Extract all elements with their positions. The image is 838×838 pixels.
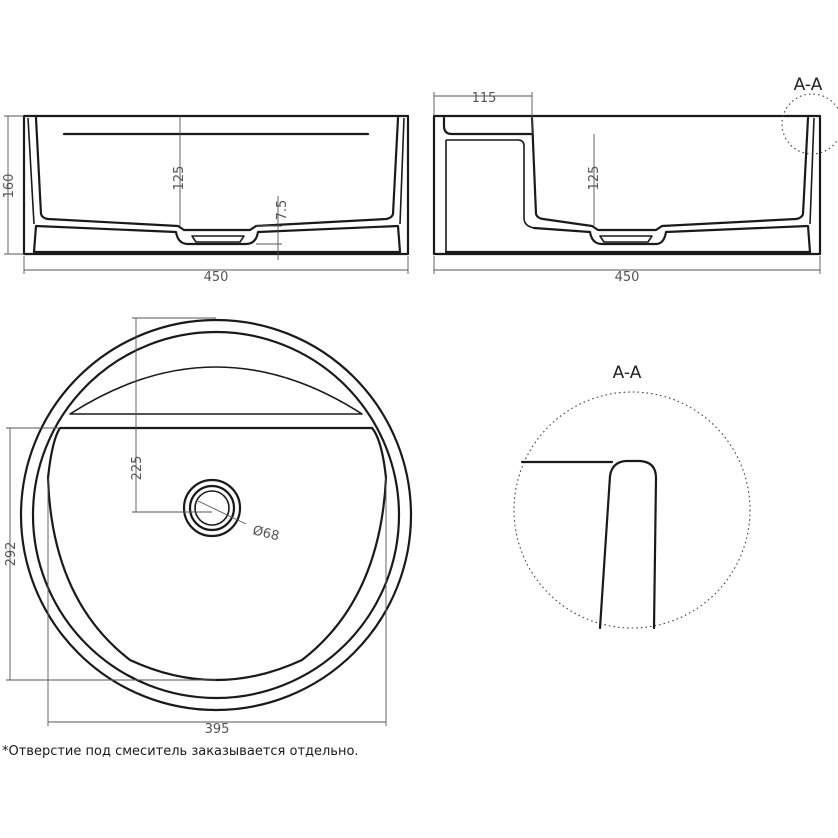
top-depth-dim: 292 [4, 542, 19, 567]
front-depth-dim: 125 [172, 166, 187, 191]
side-width-dim: 450 [615, 270, 640, 285]
front-width-dim: 450 [204, 270, 229, 285]
top-view: Ø68 225 292 395 [4, 317, 413, 737]
top-width-dim: 395 [205, 722, 230, 737]
front-step-dim: 7.5 [275, 200, 290, 221]
detail-view: A-A [513, 363, 751, 630]
detail-label: A-A [613, 363, 642, 383]
side-view: 115 125 450 A-A [432, 75, 838, 285]
section-marker-label: A-A [794, 75, 823, 95]
front-height-dim: 160 [2, 174, 17, 199]
side-depth-dim: 125 [587, 166, 602, 191]
footnote: *Отверстие под смеситель заказывается от… [2, 744, 359, 759]
side-offset-dim: 115 [472, 91, 497, 106]
drain-diameter-dim: Ø68 [251, 523, 281, 544]
front-view: 160 125 7.5 450 [2, 114, 410, 285]
top-center-dim: 225 [130, 456, 145, 481]
